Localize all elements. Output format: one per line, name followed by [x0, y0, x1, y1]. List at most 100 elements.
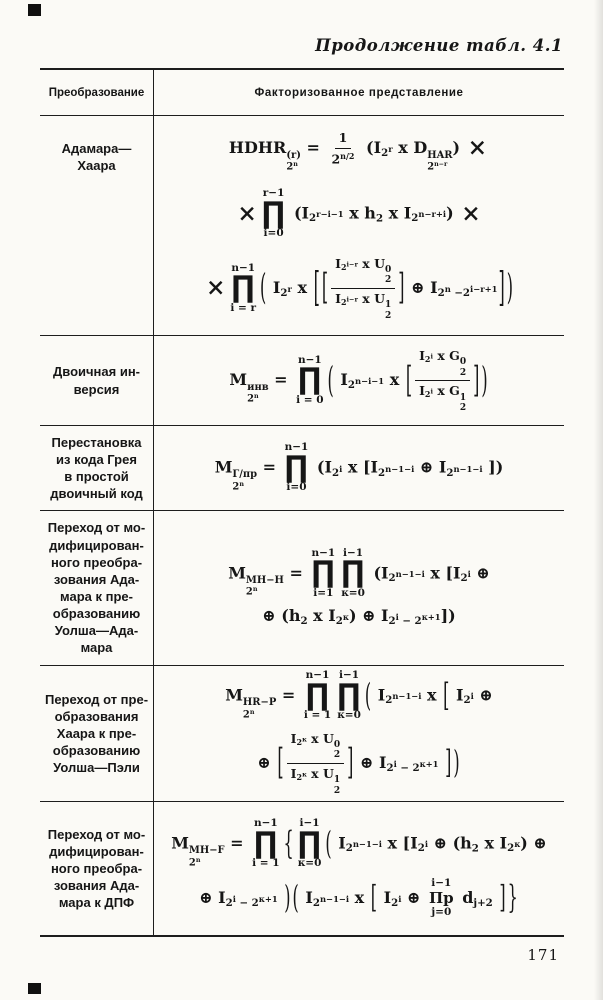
- label-line: Переход от мо-: [47, 520, 146, 536]
- operator-limit: i = r: [230, 301, 257, 315]
- operator-limit: n−1: [285, 441, 309, 454]
- formula-text: HR−P: [242, 697, 277, 709]
- label-line: ного преобра-: [50, 860, 143, 876]
- superscript: i: [398, 894, 401, 904]
- subscript: 2r−i−1: [309, 209, 344, 224]
- superscript: n: [445, 284, 451, 294]
- stack-row: 0: [460, 357, 466, 367]
- formula-text: 2: [340, 262, 347, 273]
- operator-limit: n−1: [231, 262, 255, 275]
- label-line: Уолша—Пэли: [53, 760, 140, 776]
- superscript: i−r+1: [470, 284, 497, 294]
- label-line: образованию: [52, 606, 141, 622]
- subscript: 2i: [332, 464, 342, 479]
- formula-text: n: [239, 480, 244, 488]
- stack-row: 2n: [247, 393, 259, 405]
- superscript: i: [431, 353, 434, 361]
- formula-text: i: [339, 463, 343, 474]
- formula-text: n: [254, 393, 259, 401]
- operator-limit: n−1: [298, 354, 322, 367]
- label-line: мара: [80, 640, 113, 656]
- formula-text: к: [302, 770, 307, 779]
- label-line: образования: [54, 708, 139, 724]
- superscript: i: [425, 839, 428, 849]
- formula-text: =: [300, 137, 326, 157]
- superscript: n−1−i: [453, 463, 482, 474]
- formula-text: M: [229, 370, 248, 389]
- product-operator: i−1∏к=0: [337, 669, 361, 722]
- formula-text: n−1−i: [385, 463, 415, 474]
- table-continuation-caption: Продолжение табл. 4.1: [315, 36, 563, 55]
- formula-text: 2: [471, 842, 479, 855]
- formula-text: i = 1: [303, 709, 332, 722]
- label-line: Перестановка: [51, 434, 142, 450]
- label-line: Адамара—: [61, 141, 132, 156]
- stack-row: HR−P: [243, 697, 276, 708]
- formula-text: 2: [507, 842, 515, 855]
- formula-text: 2: [378, 466, 386, 479]
- big-delimiter: ]: [473, 358, 480, 401]
- formula-text: n: [444, 283, 451, 294]
- superscript: к: [302, 771, 307, 779]
- formula-text: =: [268, 370, 294, 389]
- superscript: к+1: [422, 612, 441, 622]
- operator-limit: i=0: [264, 227, 284, 240]
- formula-text: 0: [459, 357, 467, 368]
- formula-text: к+1: [419, 758, 439, 769]
- formula-text: i: [430, 352, 434, 361]
- superscript: i−r: [347, 296, 358, 304]
- transformation-name: Двоичная ин-версия: [53, 363, 140, 397]
- formula-text: ⊕ I: [199, 887, 226, 907]
- formula-text: i: [424, 839, 429, 850]
- formula-text: I: [378, 887, 392, 907]
- formula-text: i: [395, 612, 399, 623]
- kronecker-times-icon: ×: [461, 199, 481, 227]
- label-line: из кода Грея: [56, 451, 137, 467]
- formula-text: 2: [388, 572, 396, 585]
- formula-text: ⊕ I: [405, 277, 438, 297]
- formula-text: ⊕: [470, 563, 490, 583]
- superscript: n/2: [340, 151, 354, 161]
- operator-limit: i=0: [286, 481, 306, 494]
- formula-text: i = r: [230, 301, 257, 314]
- table-row-4: Переход от мо-дифицирован-ного преобра-з…: [40, 511, 564, 666]
- formula-text: x D: [392, 137, 428, 157]
- transformation-name-cell: Двоичная ин-версия: [40, 336, 154, 425]
- formula-text: i−1: [299, 817, 320, 830]
- sup-sub-stack: (r)2n: [286, 150, 301, 173]
- superscript: r: [388, 144, 392, 154]
- superscript: n: [239, 481, 244, 488]
- formula-text: к: [302, 735, 307, 744]
- subscript: 2n−1−i: [313, 894, 349, 909]
- formula-text: I: [419, 347, 425, 363]
- formula-text: i=1: [313, 586, 334, 599]
- formula-text: 2: [385, 310, 392, 321]
- stack-row: МН−Н: [246, 575, 284, 586]
- formula-text: n−1−i: [352, 839, 382, 850]
- subscript: 2к: [297, 771, 307, 782]
- formula-text: к: [342, 612, 349, 623]
- product-operator: i−1∏к=0: [298, 817, 322, 870]
- product-symbol: ∏: [311, 555, 336, 591]
- operator-limit: i=1: [313, 586, 334, 600]
- label-line: версия: [73, 381, 120, 397]
- stack-row: 0: [385, 265, 391, 275]
- formula-text: x [I: [424, 563, 461, 583]
- formula-text: =: [257, 457, 282, 477]
- product-symbol: ∏: [254, 825, 278, 861]
- subscript: 2r: [381, 144, 393, 159]
- table-header-row: Преобразование Факторизованное представл…: [40, 70, 564, 116]
- formula-text: =: [276, 685, 301, 705]
- product-symbol: Пр: [428, 889, 454, 908]
- formula-text: i−r: [346, 260, 358, 269]
- formula-text: 1: [459, 392, 467, 403]
- subscript: 2i: [391, 894, 401, 909]
